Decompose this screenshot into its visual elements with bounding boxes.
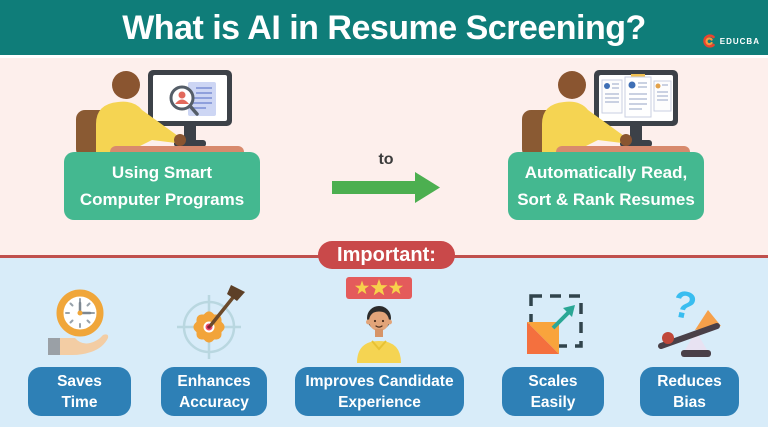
person-ranking-resumes-illustration (522, 70, 690, 159)
benefit-saves-time: Saves Time (28, 367, 131, 416)
seesaw-question-icon: ? (658, 284, 721, 357)
brand-name: EDUCBA (719, 36, 760, 46)
benefit-label-line: Scales (528, 372, 578, 390)
benefit-label-line: Experience (338, 393, 421, 411)
benefit-reduces-bias: Reduces Bias (640, 367, 739, 416)
benefit-label-line: Saves (57, 372, 102, 390)
svg-text:?: ? (668, 284, 699, 329)
important-badge: Important: (318, 241, 455, 269)
auto-read-sort-rank-box: Automatically Read, Sort & Rank Resumes (508, 152, 704, 220)
green-box-line: Computer Programs (79, 190, 245, 209)
benefit-improves-candidate-experience: Improves Candidate Experience (295, 367, 464, 416)
educba-e-icon (703, 34, 715, 48)
benefit-label-line: Enhances (177, 372, 251, 390)
benefit-label-line: Accuracy (179, 393, 249, 411)
candidate-stars-icon (346, 277, 412, 363)
green-box-line: Using Smart (111, 163, 213, 182)
clock-in-hand-icon (48, 289, 109, 355)
benefit-label-line: Time (61, 393, 98, 411)
connector-label: to (378, 151, 394, 168)
target-gear-arrow-icon (177, 285, 245, 359)
header-bar: What is AI in Resume Screening? EDUCBA (0, 0, 768, 58)
using-smart-programs-box: Using Smart Computer Programs (64, 152, 260, 220)
page-title: What is AI in Resume Screening? (122, 9, 646, 47)
benefit-label-line: Easily (530, 393, 576, 411)
scale-expand-icon (527, 294, 583, 354)
benefit-label-line: Reduces (657, 372, 722, 390)
benefit-enhances-accuracy: Enhances Accuracy (161, 367, 267, 416)
benefit-label-line: Improves Candidate (305, 372, 454, 390)
green-box-line: Sort & Rank Resumes (517, 190, 695, 209)
benefit-scales-easily: Scales Easily (502, 367, 604, 416)
green-arrow-icon (332, 172, 440, 203)
person-screening-resume-illustration (76, 70, 244, 159)
benefit-label-line: Bias (673, 393, 706, 411)
brand-logo: EDUCBA (701, 33, 760, 49)
green-box-line: Automatically Read, (524, 163, 688, 182)
